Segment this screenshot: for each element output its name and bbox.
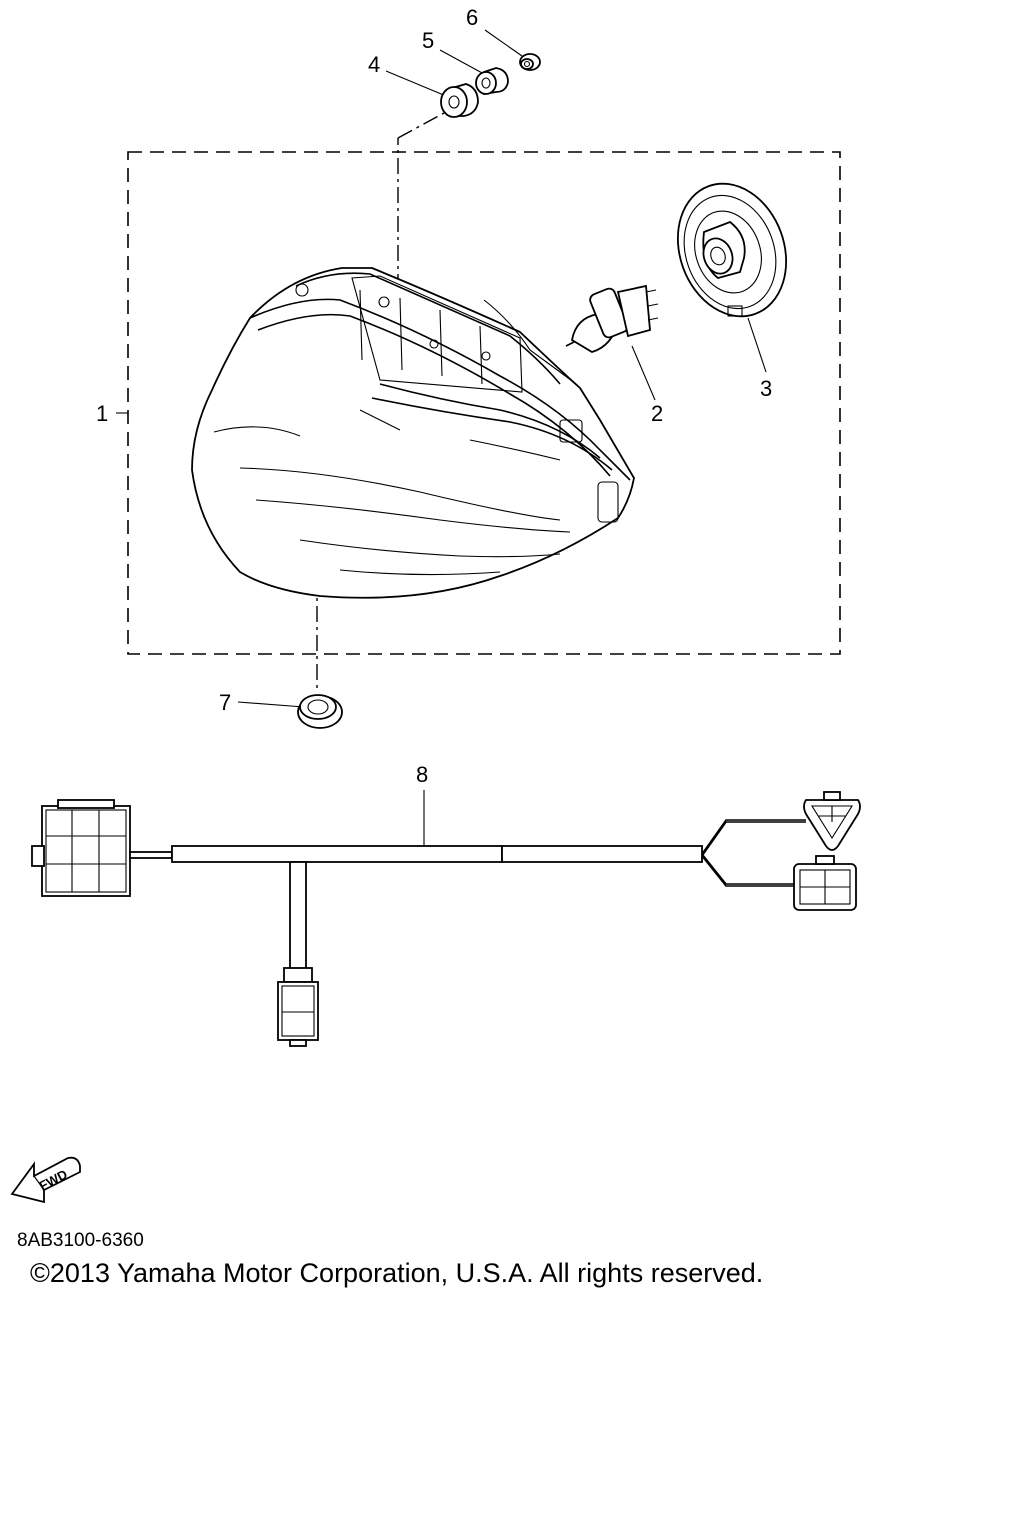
harness-connector-right-upper [803,791,861,851]
callout-5: 5 [422,28,434,53]
callout-3: 3 [760,376,772,401]
copyright-notice: ©2013 Yamaha Motor Corporation, U.S.A. A… [30,1258,764,1288]
callout-8: 8 [416,762,428,787]
part-4-grommet [440,83,479,118]
diagram-code: 8AB3100-6360 [17,1230,144,1251]
harness-connector-left [31,799,131,897]
harness-connector-bottom [277,967,319,1047]
reference-line-upper-diag [397,112,445,139]
callout-2: 2 [651,401,663,426]
callout-4: 4 [368,52,380,77]
fwd-arrow-icon: FWD [10,1156,81,1204]
part-7-cap [297,694,343,729]
harness-connector-right-lower [793,855,857,911]
callout-1: 1 [96,401,108,426]
part-3-bulb-cover [676,182,788,318]
part-1-headlight-assembly [191,267,635,599]
part-5-collar [475,67,509,96]
part-6-nut [519,53,541,71]
callout-7: 7 [219,690,231,715]
part-8-wire-harness [31,791,861,1047]
assembly-boundary-box [127,151,841,655]
part-2-bulb [565,284,659,353]
callout-6: 6 [466,5,478,30]
callout-leaders [116,29,767,848]
fwd-label: FWD [37,1166,70,1193]
